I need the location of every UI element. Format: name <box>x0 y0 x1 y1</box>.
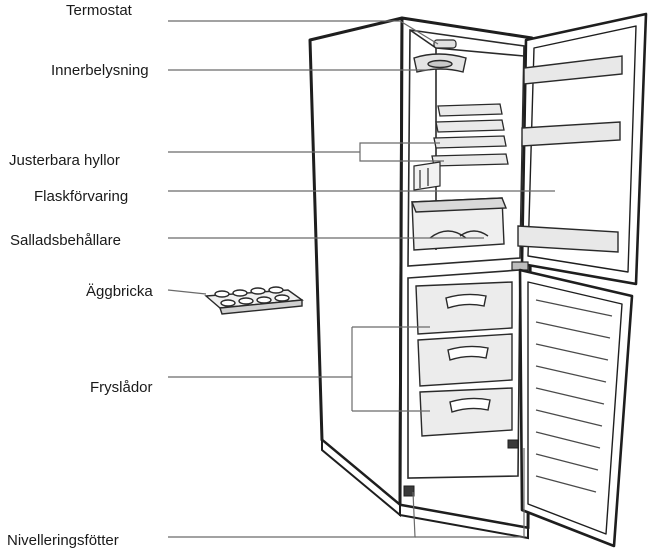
label-salad-crisper: Salladsbehållare <box>10 232 121 249</box>
plinth <box>321 437 529 540</box>
door-shelves <box>517 55 623 253</box>
adjustable-shelves-lower-branch <box>359 152 444 162</box>
label-adjustable-shelves: Justerbara hyllor <box>9 152 120 169</box>
interior-light <box>413 53 467 73</box>
callout-lines <box>167 20 555 538</box>
label-interior-light: Innerbelysning <box>51 62 149 79</box>
freezer-door <box>518 268 634 548</box>
thermostat-knob <box>433 39 457 49</box>
salad-crisper <box>410 197 508 251</box>
adjustable-shelves-upper-branch <box>359 142 440 152</box>
label-thermostat: Termostat <box>66 2 132 19</box>
freezer-door-ribs <box>535 299 613 493</box>
label-bottle-storage: Flaskförvaring <box>34 188 129 205</box>
egg-tray <box>204 286 304 315</box>
label-freezer-drawers: Fryslådor <box>90 379 153 396</box>
levelling-feet-leader <box>168 491 416 538</box>
levelling-feet <box>403 439 519 497</box>
label-egg-tray: Äggbricka <box>86 283 153 300</box>
levelling-feet-right-branch <box>415 448 525 538</box>
bottle-rack <box>413 161 441 191</box>
cabinet-left-side <box>308 16 404 507</box>
label-levelling-feet: Nivelleringsfötter <box>7 532 119 549</box>
thermostat-leader <box>168 20 439 45</box>
egg-tray-leader <box>167 289 207 295</box>
freezer-drawers <box>415 281 513 437</box>
